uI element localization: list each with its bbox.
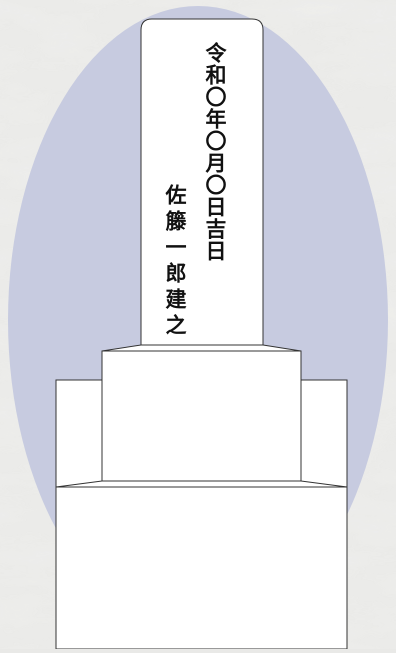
monument-pillar xyxy=(140,18,264,346)
monument-middle-base xyxy=(101,350,302,482)
monument-lower-base-top xyxy=(55,480,348,488)
inscription-date: 令和〇年〇月〇日吉日 xyxy=(203,42,228,262)
inscription-builder: 佐籐一郎建之 xyxy=(163,184,188,340)
